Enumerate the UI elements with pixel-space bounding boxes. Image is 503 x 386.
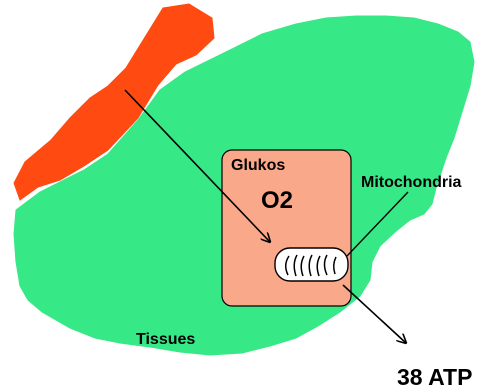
tissues-label: Tissues bbox=[136, 332, 195, 348]
oxygen-label: O2 bbox=[261, 189, 293, 213]
arrow-mitochondrion-to-atp bbox=[343, 285, 406, 343]
mitochondrion bbox=[275, 248, 348, 281]
atp-label: 38 ATP bbox=[397, 366, 472, 386]
mitochondria-label: Mitochondria bbox=[361, 175, 461, 191]
glukos-label: Glukos bbox=[231, 158, 285, 174]
